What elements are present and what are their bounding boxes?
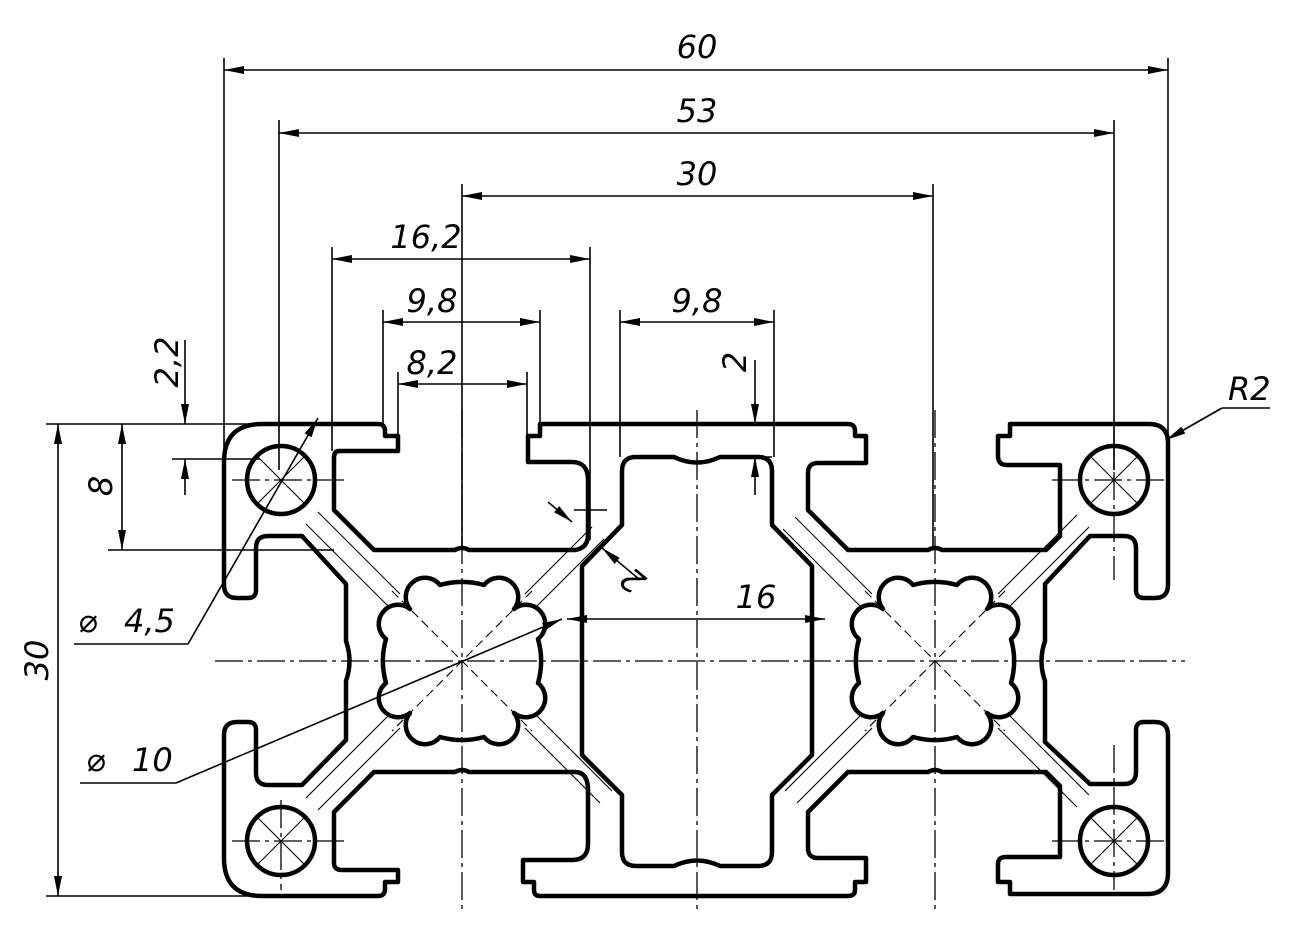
dim-slot-width: 16,2	[390, 218, 461, 256]
dim-corner-radius: R2	[1228, 370, 1271, 408]
dim-slot-neck: 8,2	[407, 344, 458, 382]
dim-small-hole-diameter: 4,5	[124, 602, 175, 640]
dim-slot-opening-left: 9,8	[407, 282, 458, 320]
dim-flange-thickness-left: 2,2	[148, 337, 186, 388]
diameter-symbol-small: ⌀	[78, 602, 97, 640]
profile-outline	[221, 421, 1171, 899]
diameter-symbol-core: ⌀	[86, 741, 105, 779]
dim-overall-height: 30	[18, 640, 56, 681]
dim-flange-thickness-right: 2	[716, 352, 754, 372]
dim-slot-depth: 8	[82, 476, 120, 496]
center-lines	[215, 410, 1185, 912]
dim-slot-centers-outer: 53	[677, 92, 718, 130]
dim-channel-width: 16	[736, 578, 777, 616]
dim-core-hole-diameter: 10	[132, 741, 173, 779]
dim-overall-width: 60	[677, 28, 718, 66]
outer-contour	[221, 421, 1171, 899]
dim-core-centers: 30	[677, 155, 718, 193]
dim-web-thickness: 2	[613, 559, 653, 601]
dimensions: 60 53 30 16,2 9,8 8,2 9,8 16 R2 2,2 2 8 …	[18, 28, 1271, 897]
dim-slot-opening-right: 9,8	[672, 282, 723, 320]
diagonal-ribs	[305, 511, 1090, 811]
